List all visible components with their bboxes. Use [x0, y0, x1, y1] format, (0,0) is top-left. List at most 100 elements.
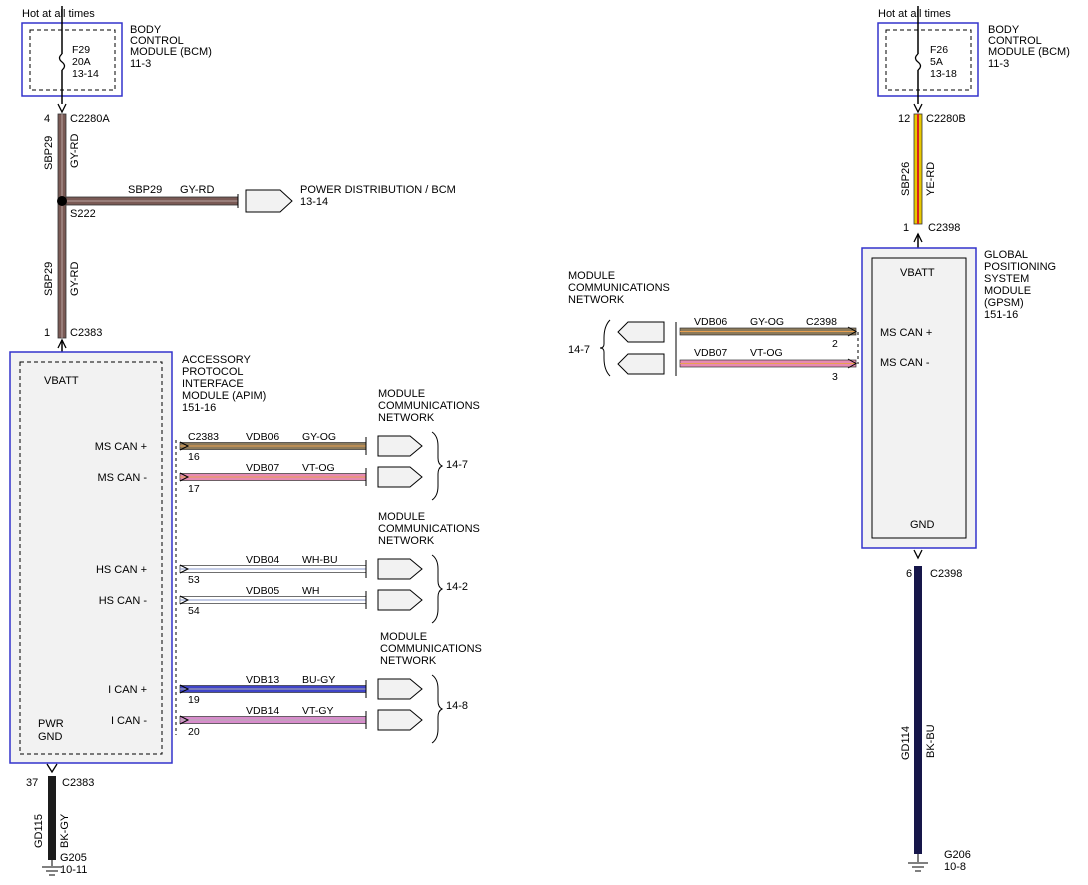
fuse-icon [914, 53, 922, 71]
gpsm-ms-plus: MS CAN + [880, 327, 932, 339]
apim-ground-pin: 37 [26, 777, 38, 789]
connector-flag-icon [377, 466, 423, 488]
right-hot-label: Hot at all times [878, 8, 951, 20]
left-branch-dest-page: 13-14 [300, 196, 328, 208]
apim-module: VBATT PWR GND ACCESSORY PROTOCOL INTERFA… [9, 351, 266, 764]
connector-flag-icon [377, 558, 423, 580]
connector-flag-icon [237, 189, 293, 213]
gpsm-title-1: GLOBAL [984, 249, 1028, 261]
left-circuit-top-name: SBP29 [43, 136, 55, 170]
gpsm-ground-name: GD114 [900, 726, 912, 760]
left-bcm-pin: 4 [44, 113, 50, 125]
gpsm-ground-pin: 6 [906, 568, 912, 580]
apim-col-3: WH-BU [302, 554, 338, 566]
left-circuit-mid-name: SBP29 [43, 262, 55, 296]
connector-arrow-icon [913, 103, 923, 114]
apim-title-3: INTERFACE [182, 378, 244, 390]
gpsm-ground-connector: C2398 [930, 568, 962, 580]
apim-wire-5 [179, 678, 423, 700]
right-power-wire [913, 113, 923, 225]
group1-title-3: NETWORK [378, 412, 435, 424]
group2-title-2: COMMUNICATIONS [378, 523, 480, 535]
gpsm-pin-3: 3 [832, 371, 838, 383]
right-gpsm-pin: 1 [903, 222, 909, 234]
gpsm-pin-2: 2 [832, 338, 838, 350]
apim-wire-3 [179, 558, 423, 580]
connector-flag-icon [377, 678, 423, 700]
pin-arrow-icon [179, 684, 190, 694]
brace-icon [599, 319, 611, 377]
apim-ground-ref: G205 [60, 852, 87, 864]
apim-col-6: VT-GY [302, 705, 334, 717]
apim-col-4: WH [302, 585, 320, 597]
gpsm-title-4: MODULE [984, 285, 1031, 297]
right-fuse-id: F26 [930, 44, 948, 56]
apim-ground-color: BK-GY [59, 813, 71, 848]
splice-dot-icon [57, 196, 67, 206]
right-bcm-module: F26 5A 13-18 BODY CONTROL MODULE (BCM) 1… [877, 6, 1070, 104]
right-net-title-1: MODULE [568, 270, 615, 282]
right-bcm-title-1: BODY [988, 24, 1020, 36]
gpsm-title-2: POSITIONING [984, 261, 1056, 273]
apim-sig-ms-minus: MS CAN - [98, 472, 148, 484]
right-bcm-connector: C2280B [926, 113, 966, 125]
pin-arrow-icon [179, 472, 190, 482]
connector-flag-icon [377, 435, 423, 457]
apim-ground-page: 10-11 [60, 864, 87, 876]
gpsm-ground-color: BK-BU [925, 724, 937, 758]
group3-title-2: COMMUNICATIONS [380, 643, 482, 655]
gpsm-ground-wire [914, 566, 922, 854]
apim-circ-4: VDB05 [246, 585, 279, 597]
gpsm-conn-1: C2398 [806, 316, 837, 328]
gpsm-circ-1: VDB06 [694, 316, 727, 328]
right-fuse-ref: 13-18 [930, 68, 957, 80]
left-branch-name: SBP29 [128, 184, 162, 196]
apim-circ-1: VDB06 [246, 431, 279, 443]
connector-flag-icon [377, 589, 423, 611]
right-gpsm-connector: C2398 [928, 222, 960, 234]
gpsm-col-2: VT-OG [750, 347, 783, 359]
right-circuit-name: SBP26 [900, 162, 912, 196]
brace-icon [431, 554, 444, 624]
apim-col-1: GY-OG [302, 431, 336, 443]
left-bcm-title-2: CONTROL [130, 35, 184, 47]
right-bcm-title-2: CONTROL [988, 35, 1042, 47]
apim-pin-19: 19 [188, 694, 200, 706]
left-circuit-top-color: GY-RD [69, 134, 81, 168]
apim-col-5: BU-GY [302, 674, 335, 686]
pin-arrow-icon [179, 441, 190, 451]
left-splice-label: S222 [70, 208, 96, 220]
right-bcm-page: 11-3 [988, 58, 1009, 70]
apim-vbatt: VBATT [44, 375, 79, 387]
group3-title-1: MODULE [380, 631, 427, 643]
gpsm-title-3: SYSTEM [984, 273, 1029, 285]
apim-title-2: PROTOCOL [182, 366, 244, 378]
apim-sig-hs-minus: HS CAN - [99, 595, 148, 607]
apim-wire-1 [179, 435, 423, 457]
left-apim-connector: C2383 [70, 327, 102, 339]
left-branch-dest: POWER DISTRIBUTION / BCM [300, 184, 456, 196]
group2-ref: 14-2 [446, 581, 468, 593]
apim-ground-wire [48, 776, 56, 860]
apim-sig-i-minus: I CAN - [111, 715, 147, 727]
gpsm-vbatt: VBATT [900, 267, 935, 279]
group3-ref: 14-8 [446, 700, 468, 712]
apim-pwr: PWR [38, 718, 64, 730]
brace-icon [431, 431, 444, 501]
right-net-title-3: NETWORK [568, 294, 625, 306]
apim-circ-6: VDB14 [246, 705, 279, 717]
apim-col-2: VT-OG [302, 462, 335, 474]
left-branch-color: GY-RD [180, 184, 214, 196]
group2-title-1: MODULE [378, 511, 425, 523]
group3-title-3: NETWORK [380, 655, 437, 667]
left-fuse-amps: 20A [72, 56, 91, 68]
group2-title-3: NETWORK [378, 535, 435, 547]
pin-arrow-icon [179, 715, 190, 725]
apim-pin-16: 16 [188, 451, 200, 463]
left-bcm-module: F29 20A 13-14 BODY CONTROL MODULE (BCM) … [21, 6, 212, 104]
apim-circ-2: VDB07 [246, 462, 279, 474]
gpsm-ground-ref: G206 [944, 849, 971, 861]
left-bcm-title-3: MODULE (BCM) [130, 46, 212, 58]
apim-pin-20: 20 [188, 726, 200, 738]
